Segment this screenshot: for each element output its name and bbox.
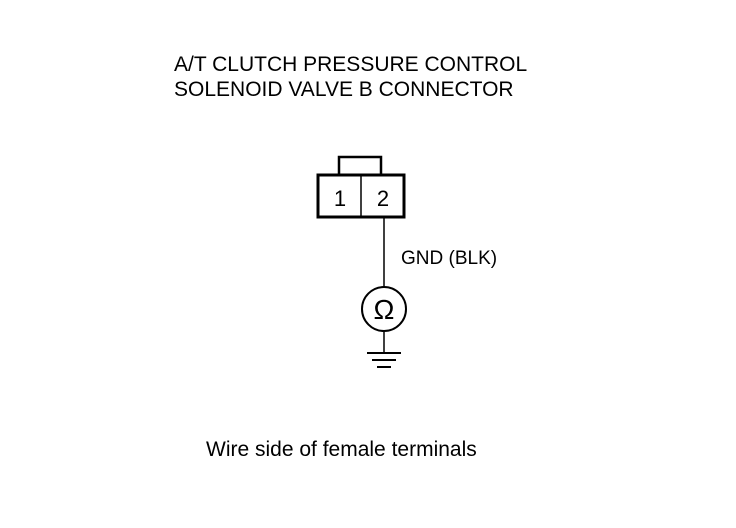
title-line-1: A/T CLUTCH PRESSURE CONTROL — [174, 53, 528, 76]
wire-label: GND (BLK) — [401, 248, 497, 269]
ohmmeter-icon: Ω — [361, 286, 407, 332]
diagram-caption: Wire side of female terminals — [206, 438, 477, 461]
connector-icon — [316, 155, 406, 219]
ohm-symbol: Ω — [374, 294, 395, 325]
pin-2-label: 2 — [377, 186, 389, 211]
ground-icon — [367, 352, 401, 368]
connector-lock-tab — [337, 155, 383, 175]
title-line-2: SOLENOID VALVE B CONNECTOR — [174, 78, 514, 101]
pin-1-label: 1 — [334, 186, 346, 211]
diagram-title: A/T CLUTCH PRESSURE CONTROL SOLENOID VAL… — [174, 52, 527, 102]
